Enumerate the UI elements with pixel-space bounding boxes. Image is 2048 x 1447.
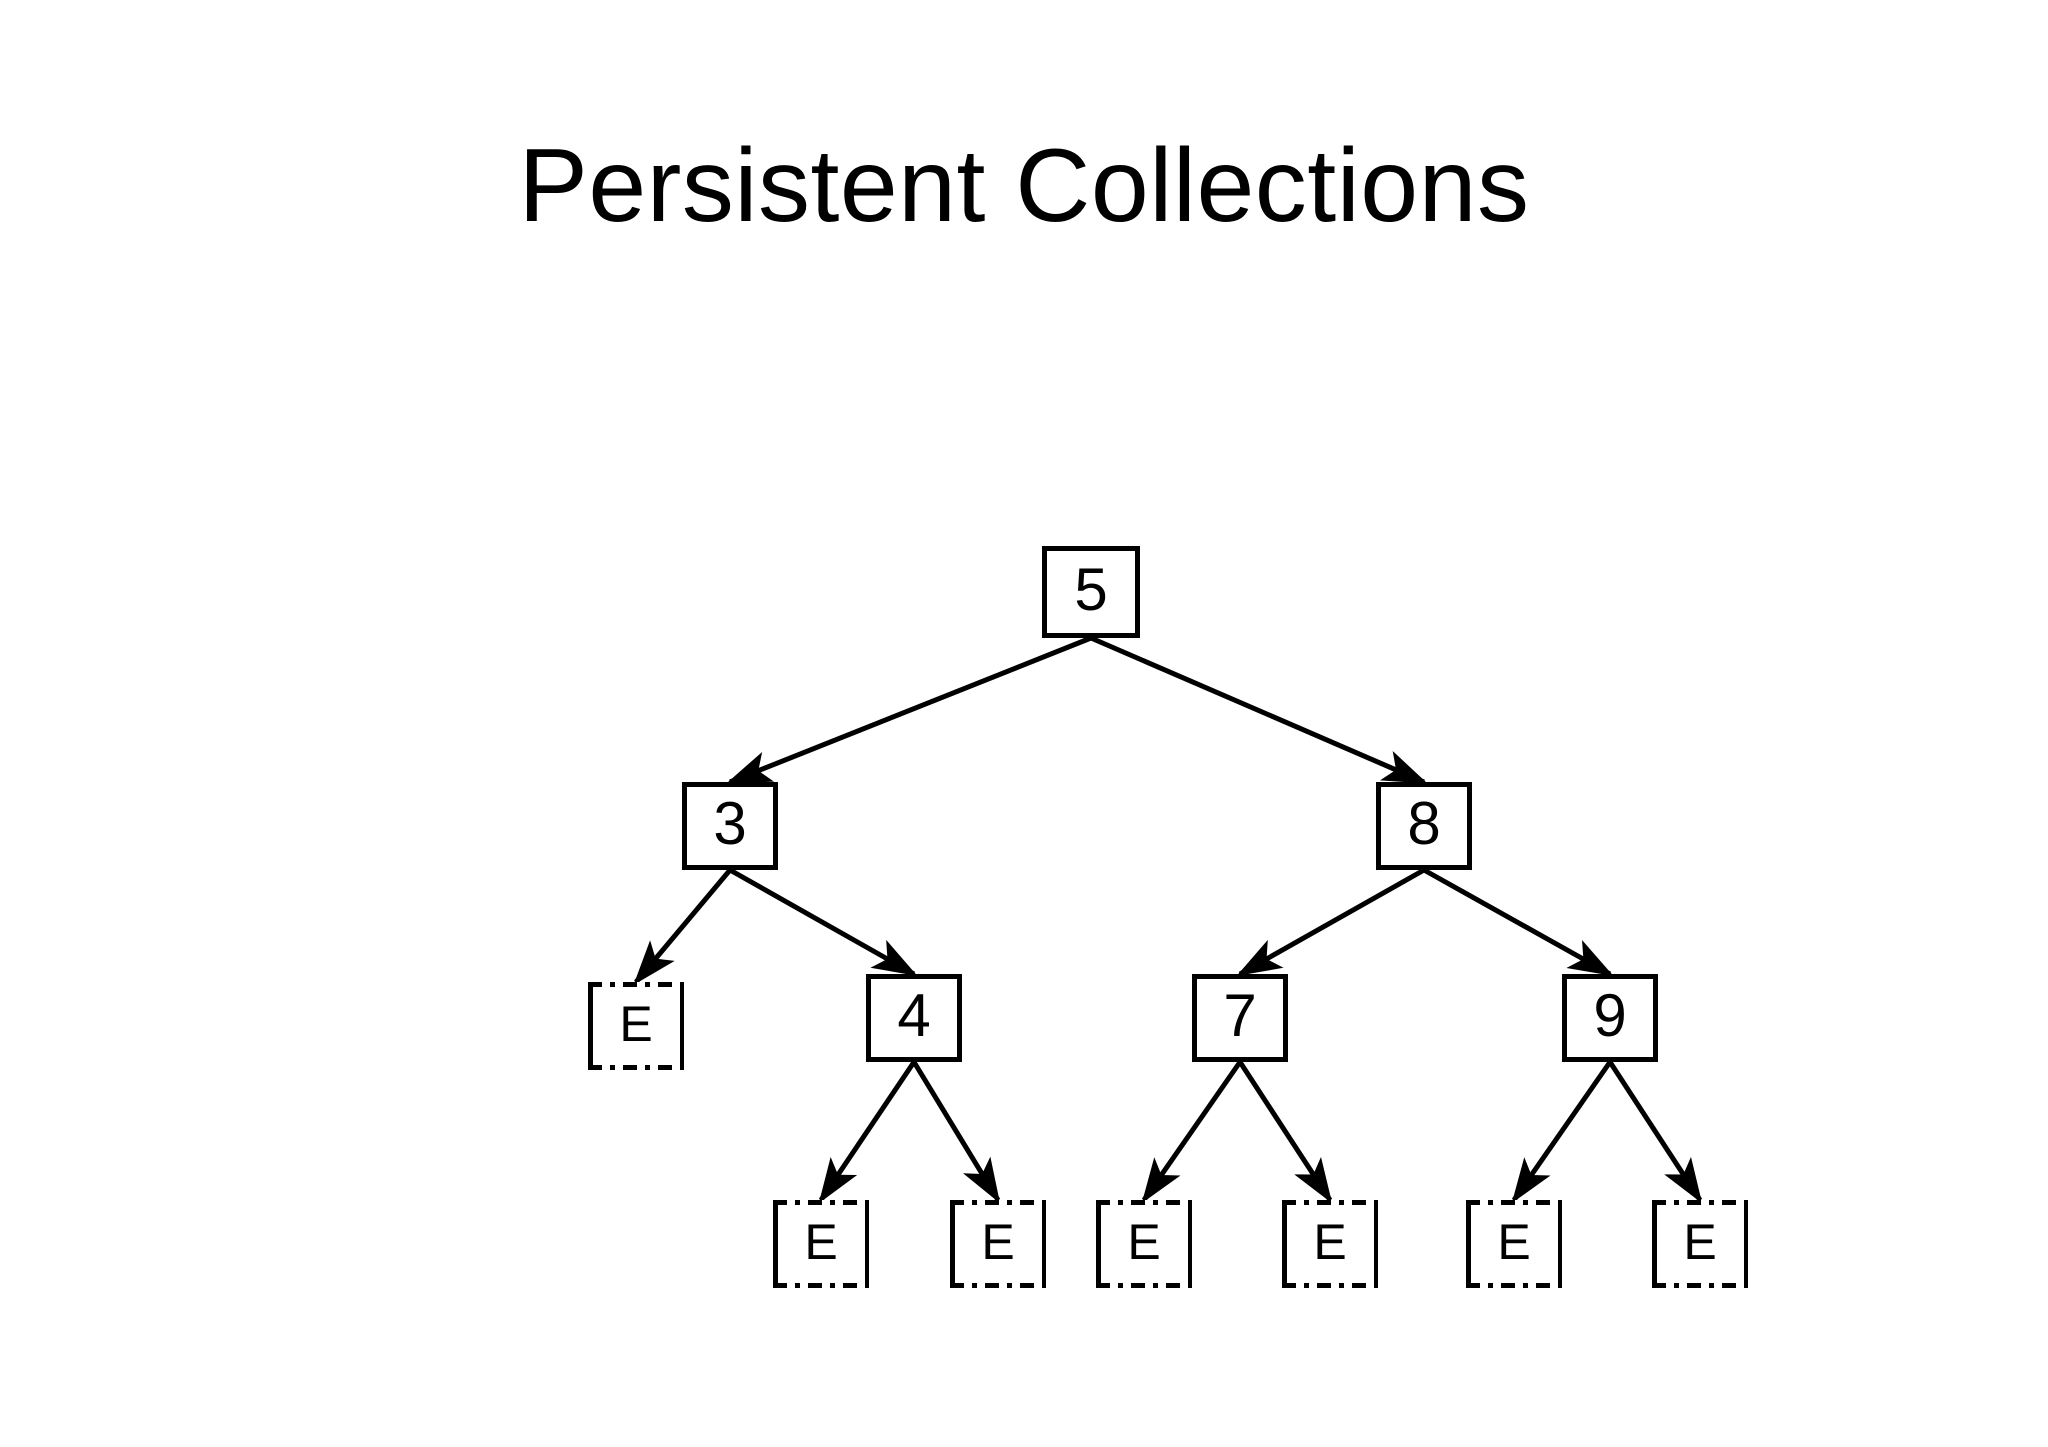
tree-node-label: E <box>1127 1214 1161 1270</box>
tree-empty-node-e1[interactable]: E <box>588 982 684 1070</box>
tree-node-label: 8 <box>1407 790 1441 857</box>
tree-edge-n9-to-e6 <box>1511 1060 1613 1204</box>
tree-edge-n5-to-n8 <box>1090 635 1428 785</box>
tree-node-label: 3 <box>713 790 747 857</box>
tree-edge-n4-to-e3 <box>911 1060 1001 1204</box>
tree-node-n9[interactable]: 9 <box>1562 974 1658 1062</box>
tree-edge-n7-to-e5 <box>1237 1060 1333 1204</box>
tree-empty-node-e4[interactable]: E <box>1096 1200 1192 1288</box>
tree-edge-n7-to-e4 <box>1141 1060 1243 1204</box>
tree-node-label: E <box>619 996 653 1052</box>
tree-node-label: E <box>804 1214 838 1270</box>
tree-empty-node-e7[interactable]: E <box>1652 1200 1748 1288</box>
tree-edge-n4-to-e2 <box>818 1060 917 1204</box>
tree-node-n5[interactable]: 5 <box>1042 546 1140 638</box>
page-title: Persistent Collections <box>518 127 1530 244</box>
tree-node-n8[interactable]: 8 <box>1376 782 1472 870</box>
tree-node-label: 4 <box>897 982 931 1049</box>
tree-node-label: 7 <box>1223 982 1257 1049</box>
tree-edge-n3-to-e1 <box>633 868 732 986</box>
tree-node-label: E <box>1683 1214 1717 1270</box>
tree-node-label: E <box>1313 1214 1347 1270</box>
tree-node-label: 5 <box>1074 556 1108 623</box>
tree-edge-n3-to-n4 <box>728 867 918 977</box>
tree-edge-n8-to-n9 <box>1422 867 1614 977</box>
tree-edge-n5-to-n3 <box>726 635 1092 785</box>
tree-node-label: 9 <box>1593 982 1627 1049</box>
tree-empty-node-e3[interactable]: E <box>950 1200 1046 1288</box>
tree-node-n4[interactable]: 4 <box>866 974 962 1062</box>
tree-empty-node-e6[interactable]: E <box>1466 1200 1562 1288</box>
tree-node-n3[interactable]: 3 <box>682 782 778 870</box>
tree-empty-node-e2[interactable]: E <box>773 1200 869 1288</box>
tree-node-n7[interactable]: 7 <box>1192 974 1288 1062</box>
tree-empty-node-e5[interactable]: E <box>1282 1200 1378 1288</box>
tree-node-label: E <box>1497 1214 1531 1270</box>
tree-edge-n8-to-n7 <box>1236 867 1426 977</box>
tree-node-label: E <box>981 1214 1015 1270</box>
tree-edge-n9-to-e7 <box>1607 1060 1703 1204</box>
